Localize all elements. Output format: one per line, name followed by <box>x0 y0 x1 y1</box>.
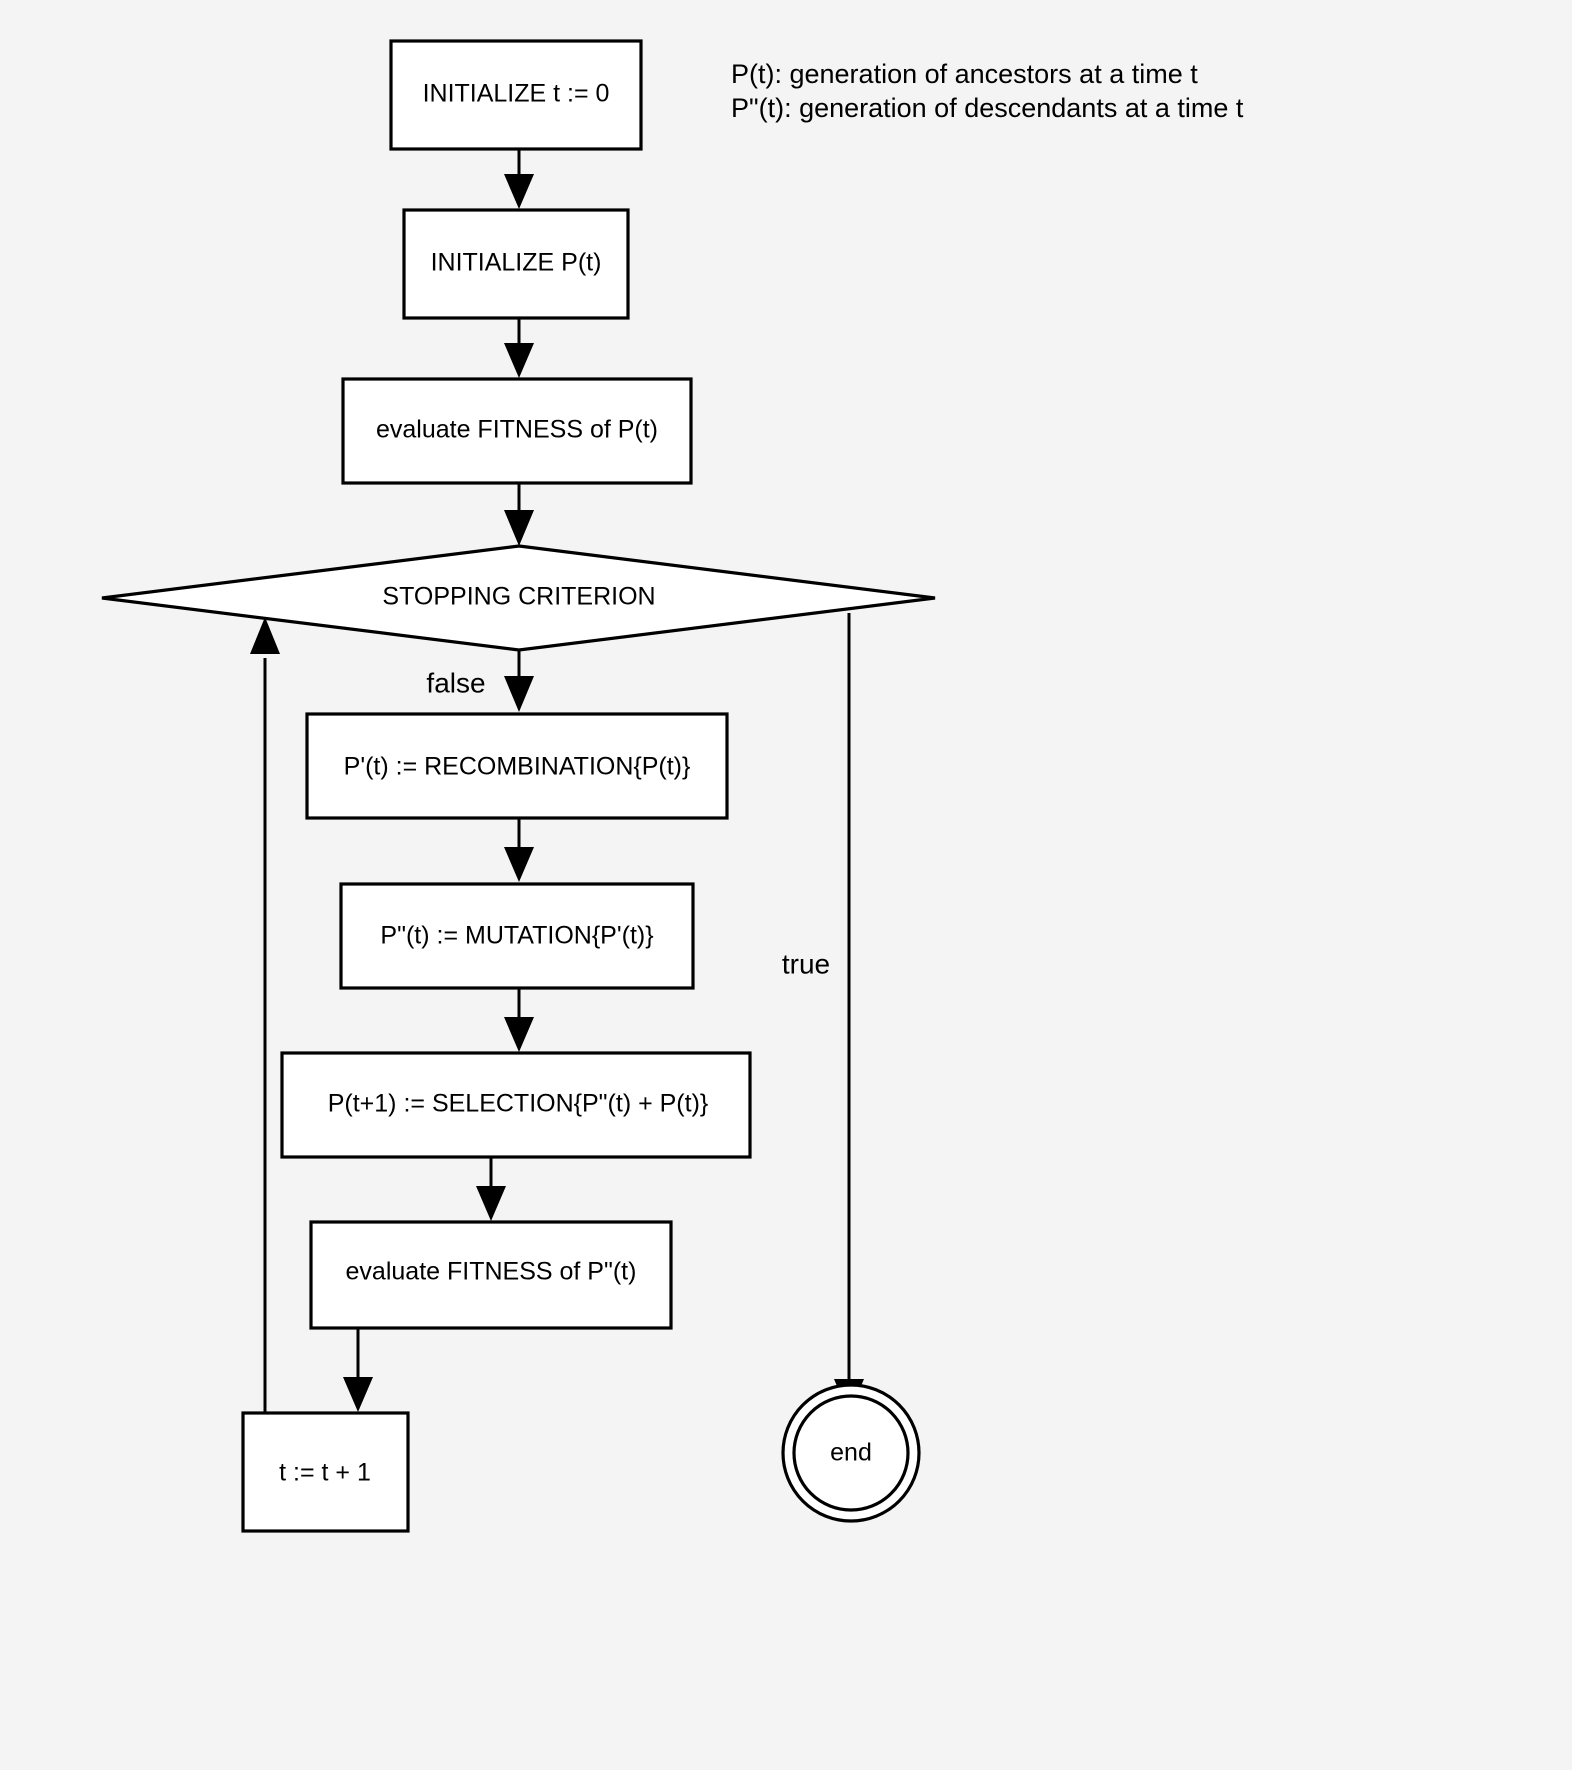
nodes-layer: INITIALIZE t := 0 INITIALIZE P(t) evalua… <box>101 39 936 1533</box>
edge-labels-layer: false true <box>426 667 830 979</box>
edge-increment-to-stopping-loop <box>250 617 280 1412</box>
node-evaluate-fitness-pp[interactable]: evaluate FITNESS of P"(t) <box>309 1220 673 1330</box>
arrow-head-icon <box>504 676 534 712</box>
arrow-head-icon <box>476 1186 506 1221</box>
edge-init-t-to-init-p <box>504 149 534 209</box>
node-label-end: end <box>830 1439 872 1467</box>
edge-recombination-to-mutation <box>504 818 534 882</box>
node-mutation[interactable]: P"(t) := MUTATION{P'(t)} <box>339 882 695 990</box>
arrow-head-icon <box>504 174 534 209</box>
edge-init-p-to-eval-p <box>504 318 534 378</box>
arrow-head-icon <box>504 343 534 378</box>
node-initialize-t[interactable]: INITIALIZE t := 0 <box>389 39 643 151</box>
edge-label-false: false <box>426 667 485 698</box>
legend-line-descendants: P"(t): generation of descendants at a ti… <box>731 93 1244 123</box>
edge-eval-p-to-stopping <box>504 483 534 546</box>
arrow-head-icon <box>504 847 534 882</box>
node-recombination[interactable]: P'(t) := RECOMBINATION{P(t)} <box>305 712 729 820</box>
edge-eval-pp-to-increment <box>343 1328 373 1412</box>
edge-label-true: true <box>782 948 830 979</box>
arrow-head-icon <box>504 510 534 546</box>
node-label-evaluate-fitness-p: evaluate FITNESS of P(t) <box>376 416 658 444</box>
node-selection[interactable]: P(t+1) := SELECTION{P"(t) + P(t)} <box>280 1051 752 1159</box>
node-label-initialize-t: INITIALIZE t := 0 <box>423 80 610 108</box>
edges-layer <box>250 149 864 1415</box>
node-evaluate-fitness-p[interactable]: evaluate FITNESS of P(t) <box>341 377 693 485</box>
arrow-head-icon <box>504 1017 534 1052</box>
arrow-head-icon <box>250 617 280 654</box>
node-label-initialize-p: INITIALIZE P(t) <box>431 249 602 277</box>
node-label-evaluate-fitness-pp: evaluate FITNESS of P"(t) <box>346 1258 637 1286</box>
node-increment-t[interactable]: t := t + 1 <box>241 1411 410 1533</box>
arrow-head-icon <box>343 1377 373 1412</box>
node-label-increment-t: t := t + 1 <box>279 1459 371 1487</box>
node-initialize-p[interactable]: INITIALIZE P(t) <box>402 208 630 320</box>
edge-stopping-true-to-end <box>834 613 864 1415</box>
edge-stopping-false-to-recombination <box>504 648 534 712</box>
node-stopping-criterion[interactable]: STOPPING CRITERION <box>101 544 936 652</box>
edge-selection-to-eval-pp <box>476 1157 506 1221</box>
node-label-recombination: P'(t) := RECOMBINATION{P(t)} <box>344 753 691 781</box>
node-label-selection: P(t+1) := SELECTION{P"(t) + P(t)} <box>328 1090 709 1118</box>
node-label-stopping-criterion: STOPPING CRITERION <box>382 583 655 611</box>
legend-line-ancestors: P(t): generation of ancestors at a time … <box>731 59 1198 89</box>
edge-mutation-to-selection <box>504 988 534 1052</box>
node-end-terminator[interactable]: end <box>781 1383 921 1523</box>
legend: P(t): generation of ancestors at a time … <box>731 59 1244 123</box>
node-label-mutation: P"(t) := MUTATION{P'(t)} <box>380 922 653 950</box>
